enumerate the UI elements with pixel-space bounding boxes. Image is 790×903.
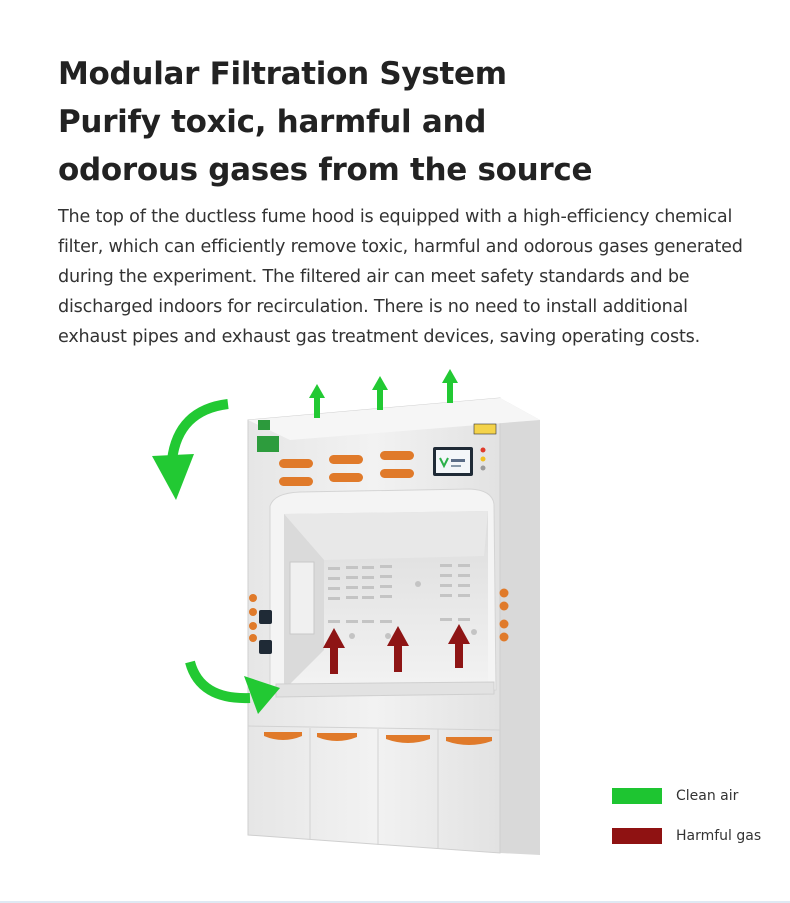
title-line-3: odorous gases from the source (58, 152, 593, 188)
chamber-ceiling (284, 511, 488, 560)
indicator-light-red (480, 447, 486, 453)
up-arrow-green-icon (372, 376, 388, 410)
control-panel-display (433, 447, 473, 476)
cabinet-side-panel (500, 398, 540, 855)
cabinet (247, 397, 540, 855)
up-arrow-red-icon (323, 628, 345, 674)
legend-item-harmful-gas: Harmful gas (612, 826, 790, 846)
upper-vents (279, 451, 414, 486)
warning-label (473, 423, 497, 435)
harmful-gas-label: Harmful gas (676, 828, 762, 844)
certificate-label (257, 436, 279, 452)
up-arrow-green-icon (442, 369, 458, 403)
cabinet-top (248, 398, 540, 440)
indicator-light-yellow (480, 456, 486, 462)
harmful-gas-arrows (323, 624, 470, 674)
clean-air-exhaust-arrows (309, 369, 458, 418)
right-side-controls (499, 588, 509, 642)
curved-arrow-green-icon (185, 660, 280, 714)
bottom-divider (0, 901, 790, 903)
left-side-controls (249, 594, 272, 654)
brand-logo (258, 420, 270, 430)
indicator-light-gray (480, 465, 486, 471)
inner-side-door (289, 561, 315, 635)
clean-air-swatch (612, 788, 662, 804)
legend-item-clean-air: Clean air (612, 786, 790, 806)
clean-air-label: Clean air (676, 788, 739, 804)
work-surface (275, 681, 495, 698)
up-arrow-red-icon (448, 624, 470, 668)
description-paragraph: The top of the ductless fume hood is equ… (58, 207, 743, 347)
baffle-slots (328, 564, 477, 639)
up-arrow-green-icon (309, 384, 325, 418)
up-arrow-red-icon (387, 626, 409, 672)
page-title: Modular Filtration System Purify toxic, … (58, 50, 593, 194)
lower-door-handles (264, 732, 492, 745)
title-line-2: Purify toxic, harmful and (58, 104, 487, 140)
harmful-gas-swatch (612, 828, 662, 844)
lower-cabinet-doors (247, 725, 501, 848)
curved-arrow-green-icon (152, 399, 229, 500)
title-line-1: Modular Filtration System (58, 56, 507, 92)
